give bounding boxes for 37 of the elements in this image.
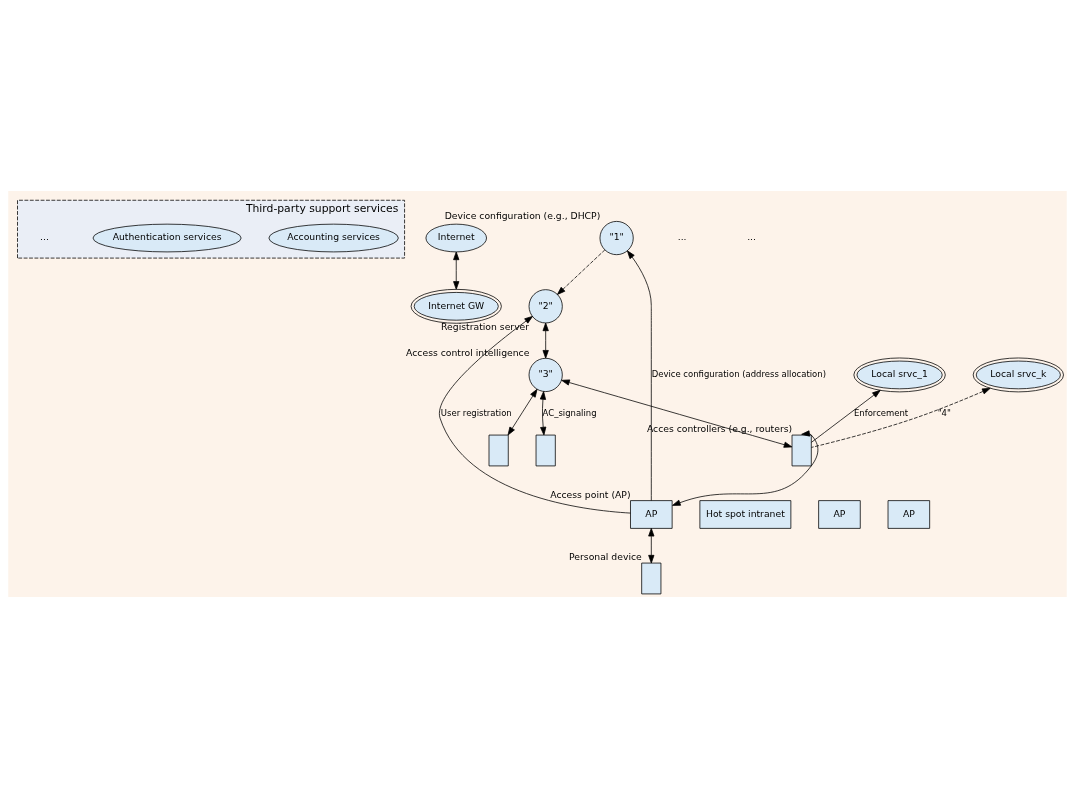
node-box: [488, 434, 509, 466]
arrow: [648, 527, 655, 563]
node-ellipse: Internet: [425, 223, 487, 252]
node-box: Hot spot intranet: [699, 499, 792, 529]
node-box: [641, 562, 662, 594]
arrow: [811, 389, 881, 443]
edge-label: "4": [937, 407, 951, 418]
node-box: AP: [818, 499, 861, 529]
arrow: [811, 387, 991, 448]
node-box: AP: [887, 499, 931, 529]
node-label: Access point (AP): [550, 488, 631, 500]
label: ...: [677, 230, 687, 242]
arrow: [507, 388, 538, 435]
node-label: Device configuration (e.g., DHCP): [444, 209, 601, 221]
node-box: AP: [630, 499, 673, 529]
node-ellipse: Authentication services: [92, 223, 242, 252]
arrow: [672, 429, 819, 506]
edge-label: User registration: [440, 407, 512, 418]
node-box: [535, 434, 556, 466]
arrow: [627, 250, 652, 501]
arrow: [542, 322, 549, 359]
node-box: [791, 434, 812, 466]
arrow: [561, 379, 793, 448]
node-label: Access control intelligence: [406, 346, 530, 358]
arrow: [453, 251, 460, 290]
edge-label: Enforcement: [853, 407, 909, 418]
node-label: Personal device: [569, 550, 642, 562]
node-circle: "1": [599, 220, 634, 255]
edge-label: Device configuration (address allocation): [651, 368, 826, 379]
node-circle: "2": [528, 288, 563, 323]
arrow: [439, 315, 631, 513]
label: ...: [40, 230, 49, 242]
node-ellipse: Accounting services: [268, 223, 399, 252]
arrow: [539, 390, 547, 435]
arrow: [557, 248, 606, 295]
node-circle: "3": [528, 357, 563, 392]
label: ...: [747, 230, 756, 242]
